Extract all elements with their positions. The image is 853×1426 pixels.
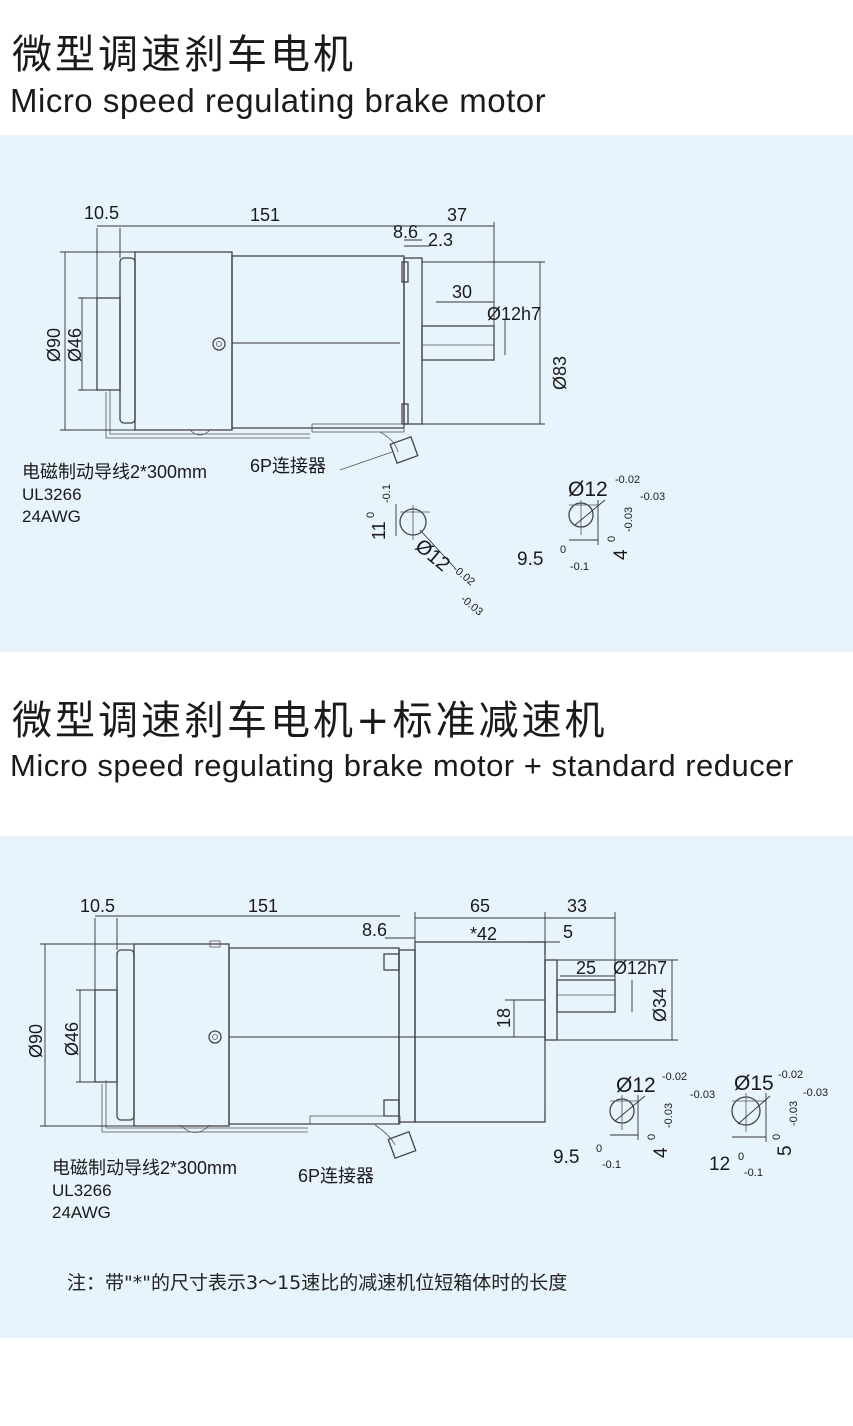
shaft2-b-k-dn: -0.03	[788, 1101, 800, 1126]
section1-title-cn: 微型调速刹车电机	[12, 32, 356, 78]
dim2-12h7: Ø12h7	[613, 958, 667, 978]
dim2-phi90: Ø90	[26, 1024, 46, 1058]
dim2-18: 18	[494, 1008, 514, 1028]
shaft2-b-dia-tol-up: -0.02	[778, 1069, 803, 1081]
dim2-8-6: 8.6	[362, 920, 387, 940]
dim-phi90: Ø90	[44, 328, 64, 362]
connector2-label: 6P连接器	[298, 1166, 374, 1186]
connector-label: 6P连接器	[250, 456, 326, 476]
shaft2-a-w-up: 0	[596, 1143, 602, 1155]
dim2-25: 25	[576, 958, 596, 978]
shaft2-b-w: 12	[709, 1154, 730, 1175]
shaft-b-w-dn: -0.1	[570, 561, 589, 573]
dim-phi46: Ø46	[65, 328, 85, 362]
section2-title-en-b: + standard reducer	[523, 748, 794, 783]
section2-title-en-a: Micro speed regulating brake motor	[10, 748, 515, 783]
shaft2-a-dia: Ø12	[616, 1074, 656, 1097]
dim2-phi46: Ø46	[62, 1022, 82, 1056]
shaft2-a-dia-tol-up: -0.02	[662, 1071, 687, 1083]
wire2-spec-awg: 24AWG	[52, 1203, 111, 1222]
wire2-label: 电磁制动导线2*300mm	[52, 1158, 237, 1178]
shaft2-b-dia-tol-dn: -0.03	[803, 1087, 828, 1099]
shaft-b-w: 9.5	[517, 549, 543, 570]
shaft-b-k: 4	[611, 549, 632, 560]
wire-spec-ul: UL3266	[22, 485, 82, 504]
wire-spec-awg: 24AWG	[22, 507, 81, 526]
shaft2-a-w-dn: -0.1	[602, 1159, 621, 1171]
shaft-b-w-up: 0	[560, 544, 566, 556]
wire-label: 电磁制动导线2*300mm	[22, 462, 207, 482]
dim-10-5: 10.5	[84, 203, 119, 223]
shaft2-b-w-dn: -0.1	[744, 1167, 763, 1179]
shaft2-b-k-up: 0	[771, 1134, 783, 1140]
shaft2-b-k: 5	[775, 1145, 796, 1156]
dim2-10-5: 10.5	[80, 896, 115, 916]
dim2-5: 5	[563, 922, 573, 942]
shaft2-a-k-dn: -0.03	[663, 1103, 675, 1128]
dim2-65: 65	[470, 896, 490, 916]
shaft-b-dia-tol-dn: -0.03	[640, 491, 665, 503]
dim2-33: 33	[567, 896, 587, 916]
shaft-a-tol-dn: -0.1	[381, 484, 393, 503]
shaft-a-tol-up: 0	[365, 512, 377, 518]
section1-diagram-panel: 10.5 151 37 8.6 2.3 30 Ø12h7 Ø90 Ø46 Ø83…	[0, 135, 853, 652]
dim-12h7: Ø12h7	[487, 304, 541, 324]
section2-motor-drawing: 10.5 151 65 33 8.6 *42 5 25 Ø12h7 Ø90 Ø4…	[26, 896, 828, 1222]
shaft-section-b	[568, 499, 606, 545]
dim2-151: 151	[248, 896, 278, 916]
shaft2-b-dia: Ø15	[734, 1072, 774, 1095]
shaft-a-d: 11	[369, 521, 389, 540]
shaft2-a-k-up: 0	[646, 1134, 658, 1140]
section1-motor-drawing: 10.5 151 37 8.6 2.3 30 Ø12h7 Ø90 Ø46 Ø83…	[22, 203, 665, 618]
shaft2-a-dia-tol-dn: -0.03	[690, 1089, 715, 1101]
section2-title-en: Micro speed regulating brake motor + sta…	[10, 748, 794, 784]
section2-note: 注：带"*"的尺寸表示3～15速比的减速机位短箱体时的长度	[67, 1272, 568, 1294]
section2-diagram-panel: 10.5 151 65 33 8.6 *42 5 25 Ø12h7 Ø90 Ø4…	[0, 836, 853, 1338]
shaft-section-a	[395, 504, 456, 569]
dim2-42: *42	[470, 924, 497, 944]
shaft2-section-a	[609, 1095, 646, 1140]
section2-title-cn: 微型调速刹车电机+标准减速机	[12, 698, 608, 744]
section1-title-en: Micro speed regulating brake motor	[10, 82, 547, 119]
dim-37: 37	[447, 205, 467, 225]
shaft-a-dia-tol-up: -0.02	[450, 563, 477, 588]
shaft2-section-b	[731, 1093, 771, 1142]
motor2-dims	[40, 912, 678, 1127]
shaft-b-dia: Ø12	[568, 478, 608, 501]
wire2-spec-ul: UL3266	[52, 1181, 112, 1200]
dim-151: 151	[250, 205, 280, 225]
shaft2-a-k: 4	[651, 1147, 672, 1158]
dim-phi83: Ø83	[550, 356, 570, 390]
shaft-b-dia-tol-up: -0.02	[615, 474, 640, 486]
dim2-phi34: Ø34	[650, 988, 670, 1022]
shaft-a-dia: Ø12	[411, 535, 454, 576]
dim-8-6: 8.6	[393, 222, 418, 242]
dim-30: 30	[452, 282, 472, 302]
shaft2-a-w: 9.5	[553, 1147, 579, 1168]
motor1-body	[96, 251, 495, 464]
shaft-b-k-up: 0	[606, 536, 618, 542]
shaft-b-k-dn: -0.03	[623, 507, 635, 532]
motor1-dims	[60, 222, 545, 431]
dim-2-3: 2.3	[428, 230, 453, 250]
shaft-a-dia-tol-dn: -0.03	[458, 593, 485, 618]
motor2-body	[94, 940, 616, 1159]
shaft2-b-w-up: 0	[738, 1151, 744, 1163]
